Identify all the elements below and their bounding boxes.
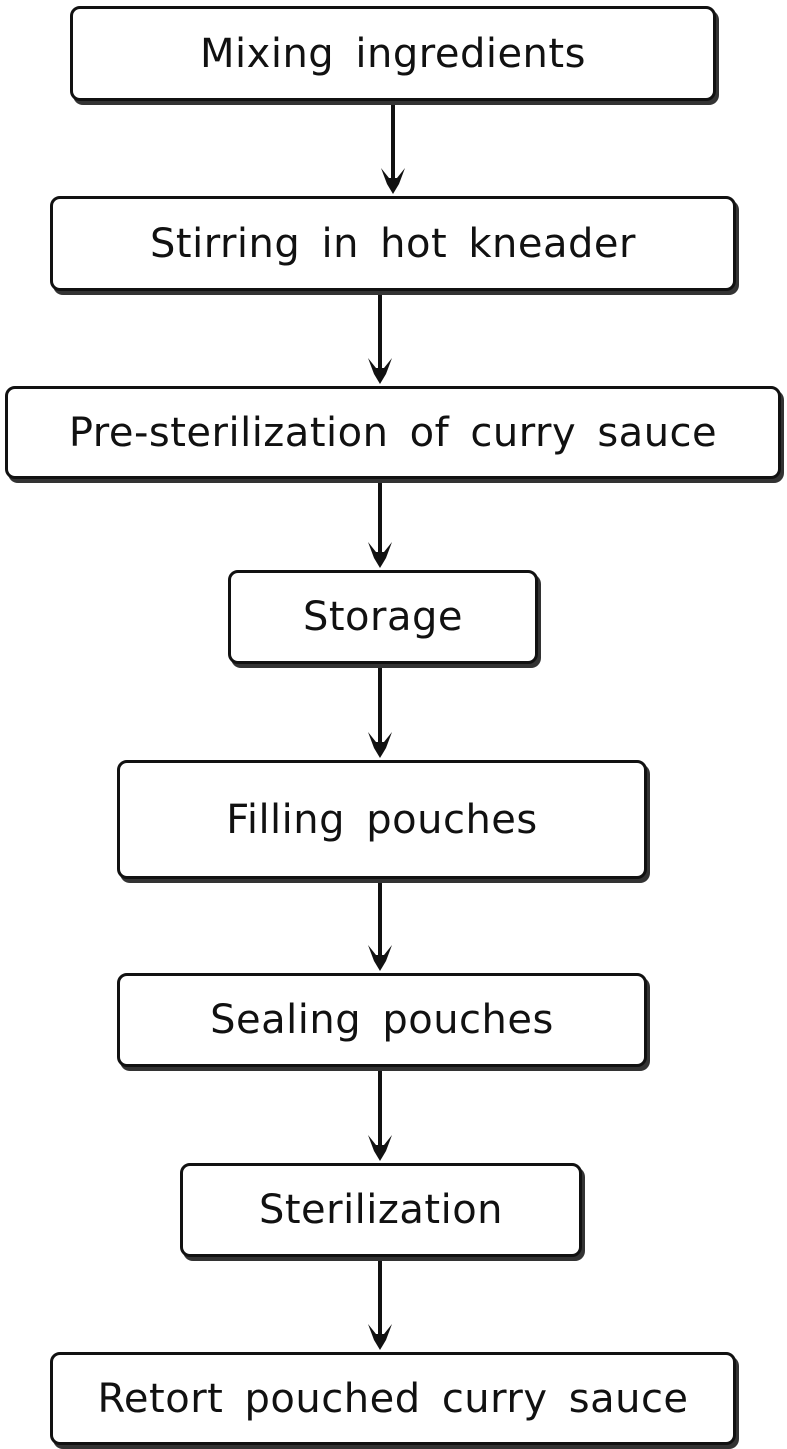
step-label: Filling pouches xyxy=(226,796,538,843)
step-filling-pouches: Filling pouches xyxy=(117,760,647,879)
arrow-connector-1 xyxy=(381,104,405,194)
step-sterilization: Sterilization xyxy=(180,1163,582,1257)
step-label: Sealing pouches xyxy=(210,997,554,1043)
arrow-connector-2 xyxy=(368,294,392,384)
step-retort-pouched-curry-sauce: Retort pouched curry sauce xyxy=(50,1352,736,1445)
step-label: Storage xyxy=(302,594,463,640)
arrow-connector-7 xyxy=(368,1260,392,1350)
step-label: Mixing ingredients xyxy=(200,30,586,77)
arrow-head xyxy=(368,732,392,758)
step-label: Stirring in hot kneader xyxy=(150,220,636,267)
arrow-connector-6 xyxy=(368,1070,392,1161)
arrow-head xyxy=(381,168,405,194)
step-stirring-hot-kneader: Stirring in hot kneader xyxy=(50,196,736,291)
arrow-head xyxy=(368,542,392,568)
step-pre-sterilization: Pre-sterilization of curry sauce xyxy=(5,386,781,479)
step-label: Pre-sterilization of curry sauce xyxy=(68,409,718,456)
step-storage: Storage xyxy=(228,570,538,664)
step-mixing-ingredients: Mixing ingredients xyxy=(70,6,716,101)
arrow-head xyxy=(368,358,392,384)
arrow-connector-4 xyxy=(368,667,392,758)
arrow-connector-3 xyxy=(368,482,392,568)
step-label: Retort pouched curry sauce xyxy=(97,1375,689,1422)
step-label: Sterilization xyxy=(258,1187,504,1233)
arrow-head xyxy=(368,945,392,971)
arrow-head xyxy=(368,1135,392,1161)
arrow-connector-5 xyxy=(368,882,392,971)
step-sealing-pouches: Sealing pouches xyxy=(117,973,647,1067)
arrow-head xyxy=(368,1324,392,1350)
